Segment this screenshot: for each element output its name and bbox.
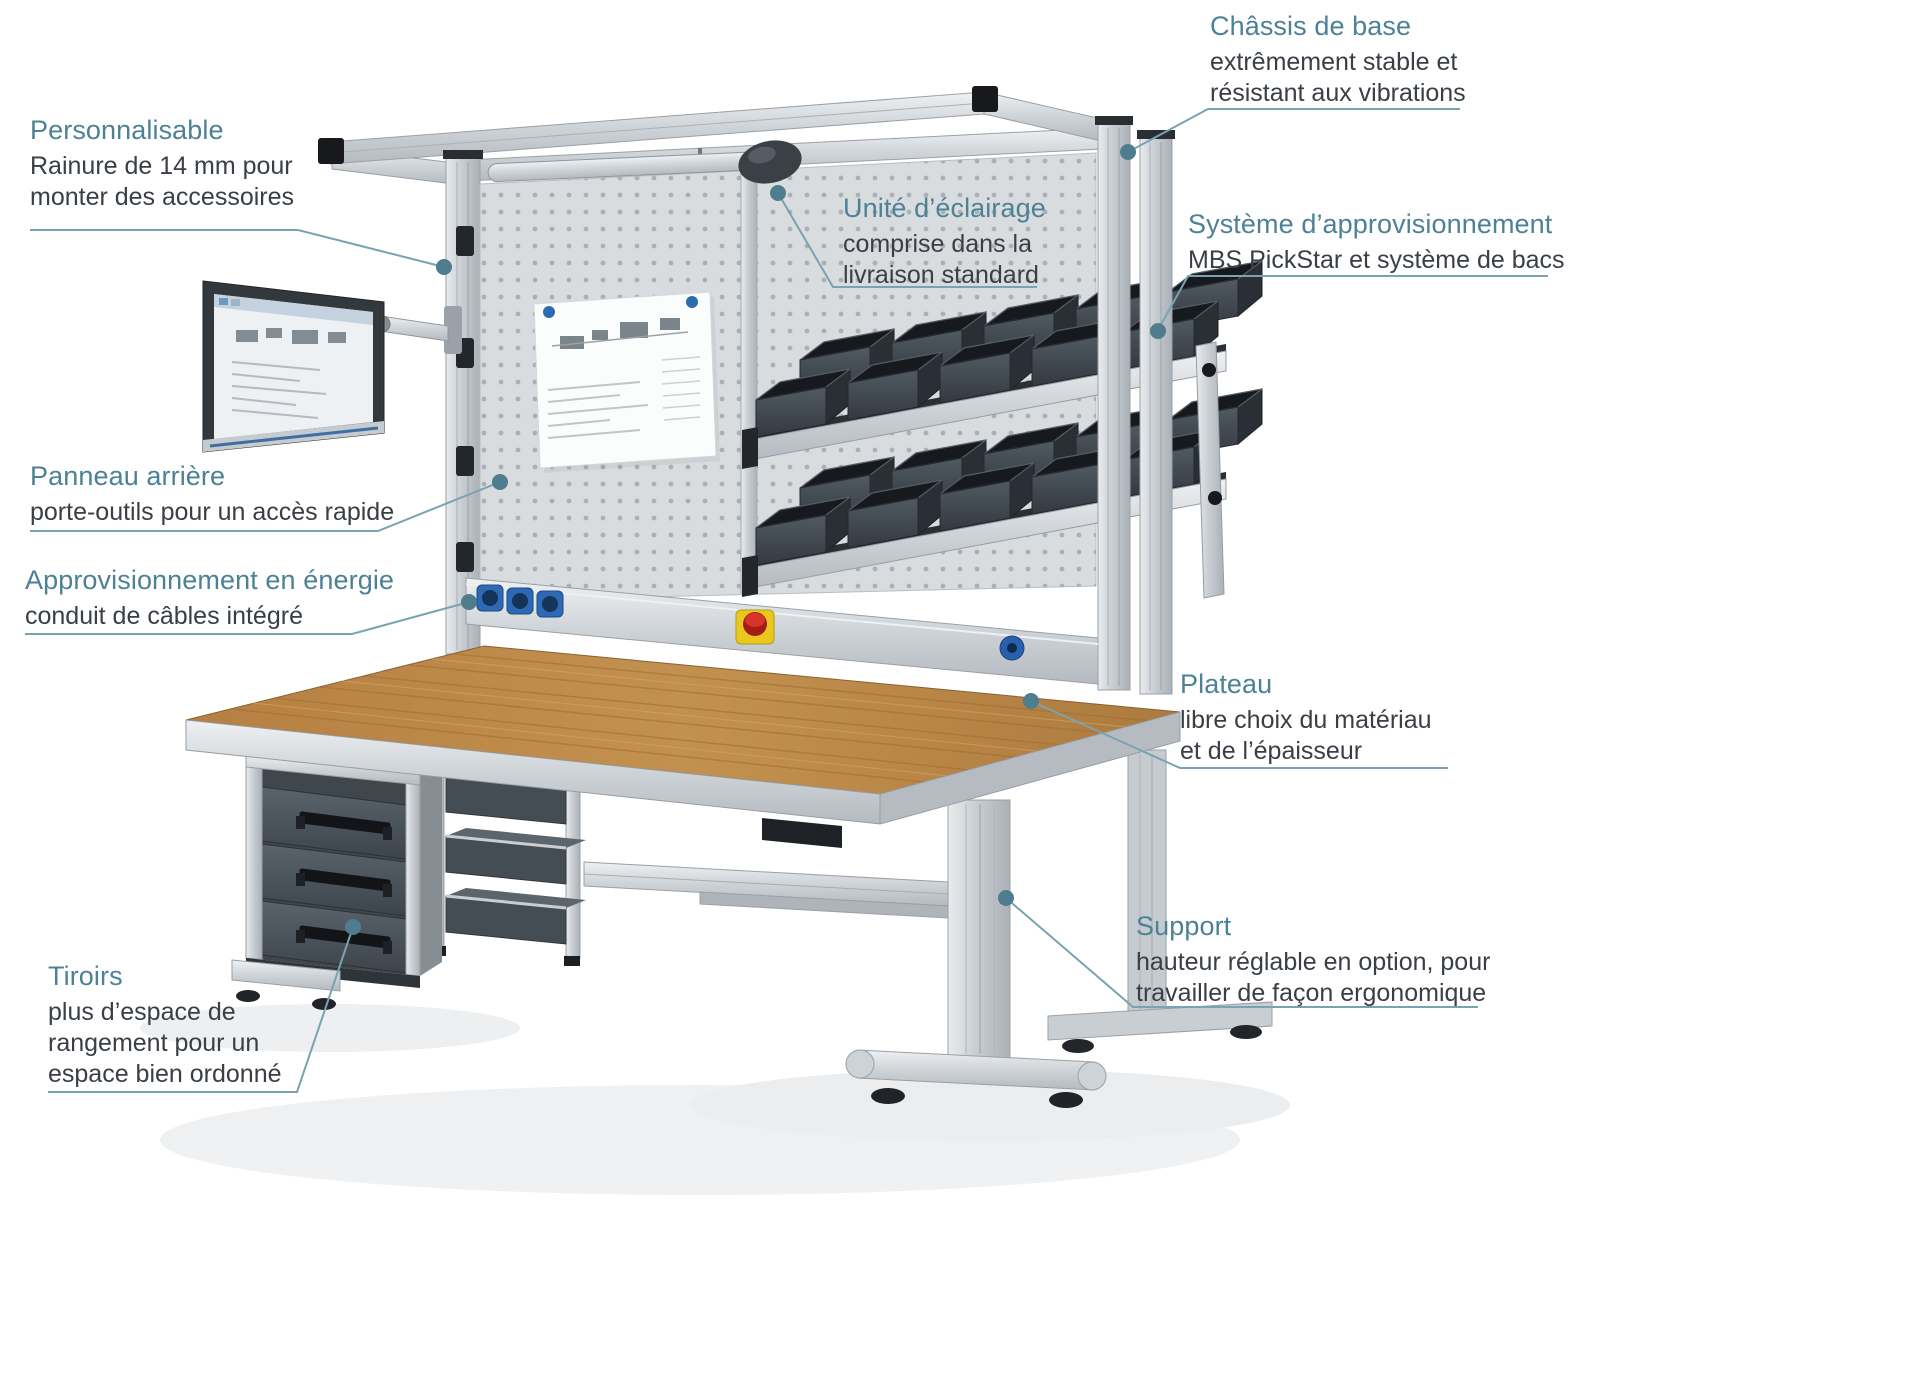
callout-unite-eclairage: Unité d’éclairage comprise dans la livra… bbox=[843, 192, 1103, 291]
power-supply-rail bbox=[465, 577, 1099, 685]
drawer-box bbox=[445, 828, 586, 885]
callout-body: plus d’espace de rangement pour un espac… bbox=[48, 997, 282, 1088]
technical-drawing-sheet bbox=[533, 291, 720, 473]
callout-plateau: Plateau libre choix du matériau et de l’… bbox=[1180, 668, 1480, 767]
callout-body: hauteur réglable en option, pour travail… bbox=[1136, 947, 1491, 1007]
drawer-cabinet bbox=[231, 735, 443, 1010]
pin-icon bbox=[543, 306, 555, 318]
callout-approvisionnement-energie: Approvisionnement en énergie conduit de … bbox=[25, 564, 425, 632]
crossbeam bbox=[583, 861, 949, 919]
pin-icon bbox=[686, 296, 698, 308]
height-adjust-control bbox=[762, 818, 842, 848]
callout-systeme-approvisionnement: Système d’approvisionnement MBS PickStar… bbox=[1188, 208, 1588, 276]
callout-body: comprise dans la livraison standard bbox=[843, 229, 1039, 289]
light-unit bbox=[487, 140, 802, 184]
callout-title: Personnalisable bbox=[30, 115, 224, 145]
callout-tiroirs: Tiroirs plus d’espace de rangement pour … bbox=[48, 960, 348, 1090]
callout-body: extrêmement stable et résistant aux vibr… bbox=[1210, 47, 1466, 107]
callout-body: Rainure de 14 mm pour monter des accesso… bbox=[30, 151, 295, 211]
callout-title: Unité d’éclairage bbox=[843, 193, 1046, 223]
callout-title: Châssis de base bbox=[1210, 11, 1412, 41]
emergency-stop-button bbox=[735, 609, 775, 645]
drawer-box bbox=[445, 888, 586, 945]
right-vertical-posts bbox=[1095, 116, 1175, 695]
callout-support: Support hauteur réglable en option, pour… bbox=[1136, 910, 1536, 1009]
tabletop bbox=[185, 645, 1181, 825]
callout-body: porte-outils pour un accès rapide bbox=[30, 497, 395, 526]
callout-title: Panneau arrière bbox=[30, 461, 226, 491]
left-vertical-post bbox=[443, 150, 483, 655]
screen-cad-content bbox=[236, 328, 346, 344]
corner-connector-cube bbox=[972, 86, 998, 112]
callout-title: Système d’approvisionnement bbox=[1188, 209, 1553, 239]
corner-connector-cube bbox=[318, 138, 344, 164]
front-leg bbox=[845, 799, 1107, 1108]
monitor bbox=[202, 280, 385, 453]
shelf-end-support bbox=[1195, 341, 1225, 599]
callout-title: Tiroirs bbox=[48, 961, 123, 991]
callout-title: Plateau bbox=[1180, 669, 1273, 699]
arm-mount bbox=[444, 306, 462, 354]
callout-body: MBS PickStar et système de bacs bbox=[1188, 245, 1565, 274]
callout-chassis-de-base: Châssis de base extrêmement stable et ré… bbox=[1210, 10, 1540, 109]
power-sockets bbox=[476, 584, 564, 618]
panel-clamp bbox=[456, 542, 474, 572]
callout-title: Approvisionnement en énergie bbox=[25, 565, 395, 595]
monitor-arm bbox=[379, 315, 449, 342]
panel-clamp bbox=[456, 226, 474, 256]
callout-personnalisable: Personnalisable Rainure de 14 mm pour mo… bbox=[30, 114, 360, 213]
callout-body: libre choix du matériau et de l’épaisseu… bbox=[1180, 705, 1432, 765]
callout-title: Support bbox=[1136, 911, 1232, 941]
panel-clamp bbox=[456, 446, 474, 476]
monitor-assembly bbox=[202, 280, 462, 453]
callout-body: conduit de câbles intégré bbox=[25, 601, 303, 630]
callout-panneau-arriere: Panneau arrière porte-outils pour un acc… bbox=[30, 460, 450, 528]
